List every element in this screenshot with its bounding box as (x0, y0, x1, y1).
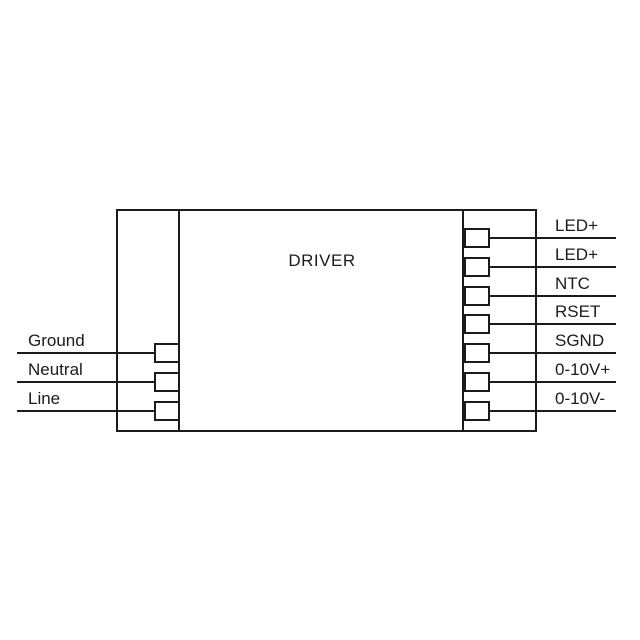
driver-title: DRIVER (288, 251, 356, 270)
label-line: Line (28, 389, 61, 408)
label-led-plus-1: LED+ (555, 216, 598, 235)
line-terminal-box (154, 401, 180, 421)
driver-left-divider (178, 209, 180, 432)
rset-wire (490, 323, 616, 325)
ntc-wire (490, 295, 616, 297)
label-0-10v-minus: 0-10V- (555, 389, 606, 408)
sgnd-terminal-box (464, 343, 490, 363)
label-0-10v-plus: 0-10V+ (555, 360, 611, 379)
label-led-plus-2: LED+ (555, 245, 598, 264)
sgnd-wire (490, 352, 616, 354)
line-wire (17, 410, 154, 412)
dim-plus-terminal-box (464, 372, 490, 392)
label-ground: Ground (28, 331, 85, 350)
neutral-terminal-box (154, 372, 180, 392)
ground-terminal-box (154, 343, 180, 363)
label-ntc: NTC (555, 274, 590, 293)
dim-minus-wire (490, 410, 616, 412)
dim-minus-terminal-box (464, 401, 490, 421)
label-neutral: Neutral (28, 360, 83, 379)
rset-terminal-box (464, 314, 490, 334)
led-plus-1-wire (490, 237, 616, 239)
label-rset: RSET (555, 302, 601, 321)
led-plus-2-wire (490, 266, 616, 268)
driver-right-divider (462, 209, 464, 432)
led-plus-1-terminal-box (464, 228, 490, 248)
neutral-wire (17, 381, 154, 383)
ground-wire (17, 352, 154, 354)
ntc-terminal-box (464, 286, 490, 306)
label-sgnd: SGND (555, 331, 605, 350)
led-plus-2-terminal-box (464, 257, 490, 277)
dim-plus-wire (490, 381, 616, 383)
